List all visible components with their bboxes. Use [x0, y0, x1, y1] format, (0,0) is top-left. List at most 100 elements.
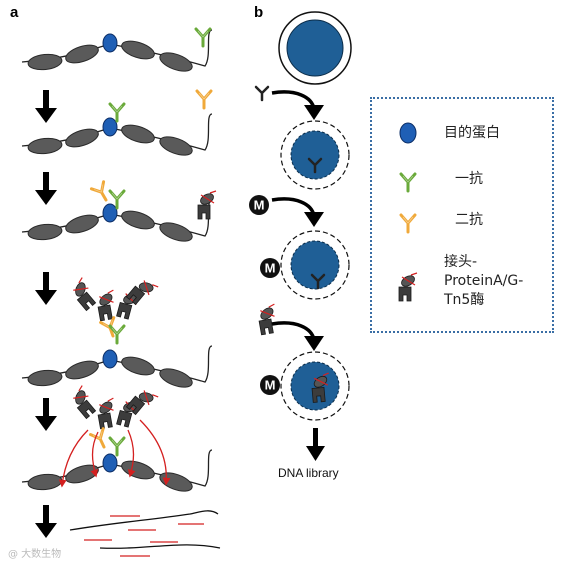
legend-secondary-label: 二抗 [455, 212, 483, 228]
nucleosome [121, 124, 155, 144]
bound-complex-group [73, 385, 159, 457]
chromatin-row-3 [21, 199, 213, 242]
nucleosome [159, 222, 193, 242]
pag-tn5-free [197, 190, 217, 220]
nucleosome [159, 472, 193, 492]
step-arrow-a2 [35, 172, 57, 205]
legend-adapter-line1: 接头- [444, 254, 478, 270]
pag-tn5-complex [125, 280, 159, 306]
nucleosome [65, 360, 99, 380]
step-arrow-b3 [271, 321, 324, 351]
bound-complex-group [73, 277, 159, 345]
legend-primary-label: 一抗 [455, 171, 483, 187]
watermark-text: @ 大数生物 [8, 549, 62, 560]
legend-adapter-line3: Tn5酶 [444, 292, 485, 308]
pag-tn5-icon [398, 272, 418, 302]
step-arrow-a5 [35, 505, 57, 538]
magnetic-bead-label: M [265, 261, 276, 276]
nucleosome [65, 214, 99, 234]
chromatin-row-1 [21, 29, 213, 72]
target-protein [102, 33, 118, 53]
panel-label-b: b [254, 4, 264, 21]
chromatin-row-4 [21, 345, 213, 388]
cell-step-3 [280, 351, 350, 421]
legend-adapter-line2: ProteinA/G- [444, 273, 524, 289]
nucleus [286, 19, 344, 77]
nucleosome [27, 473, 63, 491]
panel-label-a: a [10, 4, 19, 21]
nucleosome [65, 128, 99, 148]
dna-fragment [69, 510, 219, 531]
target-protein [102, 453, 118, 473]
magnetic-bead-badge: M [260, 258, 280, 278]
primary-antibody-bound [108, 436, 126, 457]
magnetic-bead-label: M [254, 198, 265, 213]
step-arrow-a3 [35, 272, 57, 305]
primary-antibody-icon [399, 172, 417, 193]
magnetic-bead-badge: M [249, 195, 269, 215]
primary-antibody-bound [108, 102, 126, 123]
dna-fragment [99, 544, 221, 549]
magnetic-bead [260, 375, 280, 395]
cell-intact [278, 11, 352, 85]
magnetic-bead-label: M [265, 378, 276, 393]
magnetic-bead-badge: M [260, 375, 280, 395]
chromatin-row-5 [21, 449, 213, 492]
secondary-antibody-free [195, 89, 213, 110]
nucleosome [159, 52, 193, 72]
pag-tn5-complex [125, 390, 159, 416]
antibody-generic [310, 273, 326, 290]
cut-arrow [90, 431, 99, 478]
pag-tn5-complex [97, 397, 114, 430]
target-protein [102, 117, 118, 137]
pag-tn5-complex [73, 277, 97, 312]
pag-tn5-complex [73, 385, 97, 420]
tagmentation-arrows [58, 419, 171, 488]
secondary-antibody-bound [89, 180, 108, 202]
cut-arrow [127, 429, 136, 478]
chromatin-row-2 [21, 113, 213, 156]
nucleosome [159, 368, 193, 388]
legend-target-label: 目的蛋白 [444, 125, 500, 141]
pag-tn5-complex [97, 289, 114, 322]
nucleosome [65, 464, 99, 484]
primary-antibody-free [194, 27, 212, 48]
nucleosome [27, 53, 63, 71]
dna-fragments [69, 510, 221, 557]
nucleosome [121, 356, 155, 376]
cut-arrow [58, 429, 89, 488]
target-protein [102, 349, 118, 369]
step-arrow-a1 [35, 90, 57, 123]
nucleus [290, 240, 340, 290]
step-arrow-a4 [35, 398, 57, 431]
nucleosome [121, 210, 155, 230]
target-protein-icon [399, 122, 417, 144]
nucleosome [27, 137, 63, 155]
primary-antibody-bound [108, 324, 126, 345]
nucleosome [65, 44, 99, 64]
nucleosome [27, 223, 63, 241]
cell-step-2 [280, 230, 350, 300]
step-arrow-b1 [271, 90, 324, 120]
cut-arrow [139, 419, 171, 486]
primary-antibody-bound [108, 189, 126, 210]
step-arrow-b2 [271, 197, 324, 227]
nucleosome [159, 136, 193, 156]
cell-step-1 [280, 120, 350, 190]
dna-library-label: DNA library [278, 466, 339, 480]
magnetic-bead [260, 258, 280, 278]
legend-box [370, 97, 554, 333]
nucleosome [27, 369, 63, 387]
nucleosome [121, 460, 155, 480]
nucleus [290, 130, 340, 180]
antibody-generic [254, 85, 270, 102]
magnetic-bead [249, 195, 269, 215]
pag-tn5-bound [311, 372, 329, 403]
antibody-generic [307, 157, 323, 174]
target-protein [102, 203, 118, 223]
nucleosome [121, 40, 155, 60]
legend-icons [398, 122, 418, 302]
step-arrow-b4 [306, 428, 325, 461]
